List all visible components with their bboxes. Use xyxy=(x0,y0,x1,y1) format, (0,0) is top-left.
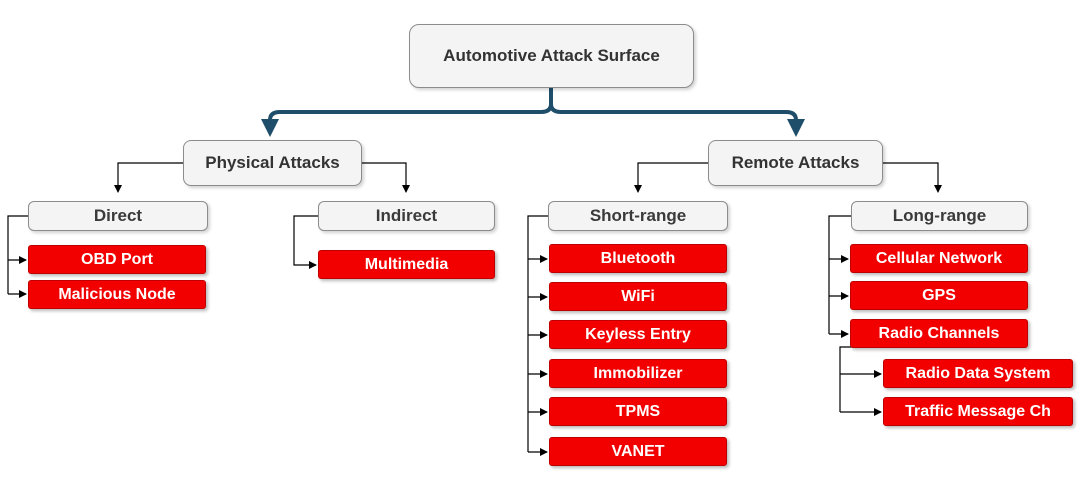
leaf-label: GPS xyxy=(922,286,956,304)
root-label: Automotive Attack Surface xyxy=(443,46,660,65)
leaf-label: OBD Port xyxy=(81,250,153,268)
leaf-malicious-node: Malicious Node xyxy=(28,280,206,309)
root-node: Automotive Attack Surface xyxy=(409,24,694,88)
short-range-node: Short-range xyxy=(548,201,728,231)
leaf-label: Traffic Message Ch xyxy=(905,402,1051,420)
leaf-wifi: WiFi xyxy=(549,282,727,311)
connector-direct-trunk xyxy=(7,215,28,294)
indirect-node: Indirect xyxy=(318,201,495,231)
leaf-label: VANET xyxy=(611,442,665,460)
leaf-bluetooth: Bluetooth xyxy=(549,244,727,273)
leaf-label: Cellular Network xyxy=(875,249,1003,267)
leaf-label: Malicious Node xyxy=(58,285,176,303)
remote-attacks-node: Remote Attacks xyxy=(708,140,883,186)
leaf-traffic-message-ch: Traffic Message Ch xyxy=(883,397,1073,426)
leaf-keyless-entry: Keyless Entry xyxy=(549,320,727,349)
root-connector xyxy=(261,88,805,137)
leaf-gps: GPS xyxy=(850,281,1028,310)
connector-physical-direct xyxy=(114,162,183,193)
physical-attacks-label: Physical Attacks xyxy=(205,153,340,172)
remote-attacks-label: Remote Attacks xyxy=(731,153,860,172)
connector-remote-short xyxy=(634,162,708,193)
leaf-radio-data-system: Radio Data System xyxy=(883,359,1073,388)
connector-physical-indirect xyxy=(362,162,410,193)
short-range-label: Short-range xyxy=(589,206,687,225)
connector-indirect-trunk xyxy=(293,215,318,269)
leaf-immobilizer: Immobilizer xyxy=(549,359,727,388)
long-range-node: Long-range xyxy=(851,201,1028,231)
leaf-tpms: TPMS xyxy=(549,397,727,426)
leaf-label: TPMS xyxy=(615,402,661,420)
leaf-label: Bluetooth xyxy=(600,249,676,267)
physical-attacks-node: Physical Attacks xyxy=(183,140,362,186)
leaf-radio-channels: Radio Channels xyxy=(850,319,1028,348)
direct-node: Direct xyxy=(28,201,208,231)
connector-remote-long xyxy=(883,162,942,193)
leaf-label: Immobilizer xyxy=(593,364,683,382)
leaf-vanet: VANET xyxy=(549,437,727,466)
leaf-label: WiFi xyxy=(621,287,655,305)
leaf-label: Multimedia xyxy=(364,255,449,273)
connector-radio-trunk xyxy=(839,346,857,412)
leaf-label: Radio Channels xyxy=(878,324,1000,342)
leaf-label: Radio Data System xyxy=(905,364,1051,382)
long-range-label: Long-range xyxy=(892,206,987,225)
direct-label: Direct xyxy=(93,206,143,225)
leaf-multimedia: Multimedia xyxy=(318,250,495,279)
leaf-label: Keyless Entry xyxy=(585,325,691,343)
connector-short-trunk xyxy=(527,215,548,452)
connector-long-trunk xyxy=(828,215,851,334)
leaf-obd-port: OBD Port xyxy=(28,245,206,274)
indirect-label: Indirect xyxy=(375,206,438,225)
leaf-cellular-network: Cellular Network xyxy=(850,244,1028,273)
